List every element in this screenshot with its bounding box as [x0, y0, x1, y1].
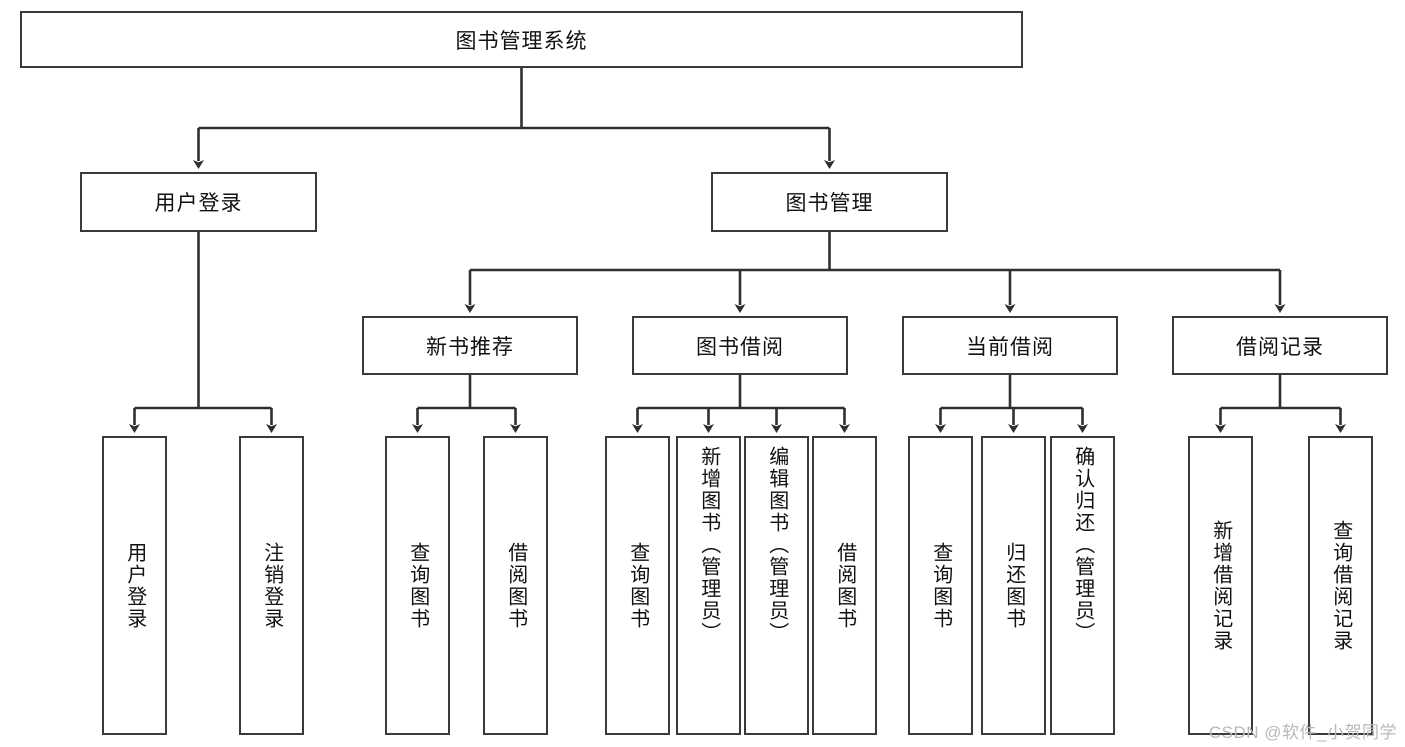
node-label: 当前借阅	[966, 335, 1054, 359]
node-l-rc-query[interactable]: 查询借阅记录	[1308, 436, 1373, 735]
node-label: 归还图书	[1002, 541, 1025, 630]
node-l-bw-query[interactable]: 查询图书	[605, 436, 670, 735]
node-label: 注销登录	[260, 541, 283, 630]
watermark: CSDN @软件_小贺同学	[1208, 723, 1397, 742]
node-label: 新增图书（管理员）	[697, 446, 720, 644]
node-records[interactable]: 借阅记录	[1172, 316, 1388, 375]
node-label: 借阅记录	[1236, 335, 1324, 359]
node-label: 图书借阅	[696, 335, 784, 359]
node-l-bw-lend[interactable]: 借阅图书	[812, 436, 877, 735]
node-label: 新书推荐	[426, 335, 514, 359]
node-label: 编辑图书（管理员）	[765, 446, 788, 644]
node-l-cb-confirm[interactable]: 确认归还（管理员）	[1050, 436, 1115, 735]
node-label: 新增借阅记录	[1209, 519, 1232, 652]
node-label: 借阅图书	[504, 541, 527, 630]
node-label: 查询图书	[929, 541, 952, 630]
node-l-cb-return[interactable]: 归还图书	[981, 436, 1046, 735]
node-label: 图书管理	[785, 192, 874, 215]
node-l-cb-query[interactable]: 查询图书	[908, 436, 973, 735]
node-label: 确认归还（管理员）	[1071, 446, 1094, 644]
node-l-nb-borrow[interactable]: 借阅图书	[483, 436, 548, 735]
node-label: 图书管理系统	[455, 29, 588, 53]
node-l-user-logout[interactable]: 注销登录	[239, 436, 304, 735]
node-current[interactable]: 当前借阅	[902, 316, 1118, 375]
node-label: 用户登录	[154, 192, 243, 215]
node-borrow[interactable]: 图书借阅	[632, 316, 848, 375]
node-label: 查询图书	[626, 541, 649, 630]
node-l-rc-add[interactable]: 新增借阅记录	[1188, 436, 1253, 735]
node-label: 查询图书	[406, 541, 429, 630]
node-l-nb-query[interactable]: 查询图书	[385, 436, 450, 735]
node-l-bw-edit[interactable]: 编辑图书（管理员）	[744, 436, 809, 735]
node-l-user-login[interactable]: 用户登录	[102, 436, 167, 735]
node-bookmgmt[interactable]: 图书管理	[711, 172, 948, 232]
node-l-bw-add[interactable]: 新增图书（管理员）	[676, 436, 741, 735]
node-newbook[interactable]: 新书推荐	[362, 316, 578, 375]
node-label: 用户登录	[123, 541, 146, 630]
node-label: 借阅图书	[833, 541, 856, 630]
node-label: 查询借阅记录	[1329, 519, 1352, 652]
node-root[interactable]: 图书管理系统	[20, 11, 1023, 68]
node-login[interactable]: 用户登录	[80, 172, 317, 232]
